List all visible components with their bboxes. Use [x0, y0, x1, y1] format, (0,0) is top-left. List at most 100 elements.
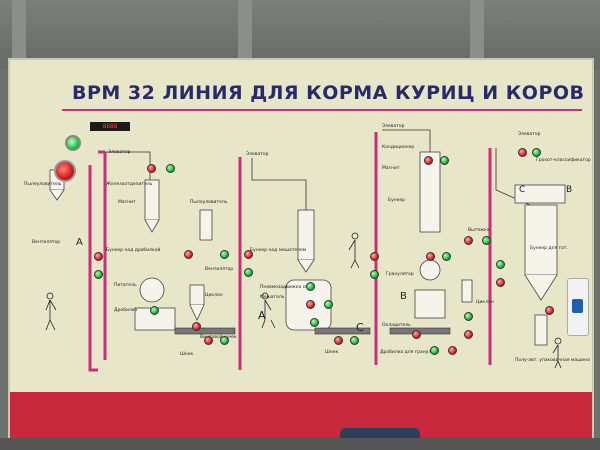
mark-c: C	[519, 185, 526, 195]
stop-button[interactable]	[496, 278, 505, 287]
stop-button[interactable]	[412, 330, 421, 339]
stop-button[interactable]	[448, 346, 457, 355]
label-cooler: Охладитель	[382, 323, 411, 328]
stop-button[interactable]	[334, 336, 343, 345]
digital-display: 8888	[90, 122, 130, 131]
stop-button[interactable]	[94, 252, 103, 261]
lock-knob-icon[interactable]	[572, 299, 583, 313]
label-magnet: Магнит	[118, 200, 136, 205]
label-fan-left: Вентилятор	[32, 240, 61, 245]
label-crusher-bin: Бункер над дробилкой	[106, 248, 161, 253]
panel-lock[interactable]	[567, 278, 589, 336]
worker-head	[554, 337, 562, 345]
stop-button[interactable]	[424, 156, 433, 165]
conveyor-line	[382, 129, 431, 152]
worker-figure	[552, 344, 562, 369]
mark-b: B	[566, 185, 573, 195]
label-extractor: Вытяжка	[468, 228, 490, 233]
worker-figure	[261, 299, 276, 329]
label-screw-mixer: Шнек	[325, 350, 339, 355]
start-button[interactable]	[440, 156, 449, 165]
screw-mixer	[314, 327, 371, 335]
stop-button[interactable]	[244, 250, 253, 259]
start-button[interactable]	[370, 270, 379, 279]
worker-head	[351, 232, 359, 240]
label-conditioner: Кондиционер	[382, 145, 415, 150]
label-mixer-bin: Бункер над мешателем	[250, 248, 307, 253]
conveyor-line	[251, 158, 307, 210]
conditioner-bin	[419, 151, 441, 233]
cyclone-right	[461, 279, 473, 303]
stop-button[interactable]	[184, 250, 193, 259]
stop-button[interactable]	[147, 164, 156, 173]
dust-collector-left-cone	[49, 189, 65, 201]
conveyor-line	[105, 151, 151, 180]
start-button[interactable]	[310, 318, 319, 327]
crusher-bin-cone	[144, 219, 160, 233]
stop-button[interactable]	[464, 236, 473, 245]
cyclone-mid	[189, 284, 205, 306]
stop-button[interactable]	[464, 330, 473, 339]
start-button[interactable]	[324, 300, 333, 309]
stop-button[interactable]	[426, 252, 435, 261]
start-button[interactable]	[244, 268, 253, 277]
worker-head	[261, 292, 269, 300]
label-screw-control: Винтовой шнек	[200, 335, 237, 340]
stop-button[interactable]	[518, 148, 527, 157]
label-crusher: Дробилка	[114, 308, 138, 313]
label-iron-remover: Железоотделитель	[106, 182, 153, 187]
start-button[interactable]	[532, 148, 541, 157]
panel-red-band	[10, 392, 592, 438]
control-panel: BPM 32 ЛИНИЯ ДЛЯ КОРМА КУРИЦ И КОРОВ	[8, 58, 594, 440]
start-button[interactable]	[442, 252, 451, 261]
label-elevator-2: Элеватор	[246, 152, 269, 157]
screw-conveyor	[174, 327, 236, 335]
start-button[interactable]	[430, 346, 439, 355]
label-mixer: Мешатель	[260, 295, 285, 300]
label-feeder: Питатель	[114, 283, 137, 288]
label-elevator-1: Элеватор	[108, 150, 131, 155]
label-finished-bin: Бункер для гот.	[530, 246, 568, 251]
start-button[interactable]	[220, 250, 229, 259]
label-granulator: Гранулятор	[386, 272, 414, 277]
label-sieve: Грохот-классификатор	[536, 158, 591, 163]
start-button[interactable]	[220, 336, 229, 345]
mark-b: B	[400, 291, 407, 302]
wall-post	[12, 0, 26, 70]
process-diagram	[45, 129, 566, 372]
power-lamp	[65, 135, 81, 151]
label-screw-conveyor: Шнек	[180, 352, 194, 357]
stop-button[interactable]	[204, 336, 213, 345]
stop-button[interactable]	[306, 300, 315, 309]
start-button[interactable]	[150, 306, 159, 315]
start-button[interactable]	[482, 236, 491, 245]
stop-button[interactable]	[192, 322, 201, 331]
label-cyclone-right: Циклон	[476, 300, 494, 305]
stop-button[interactable]	[545, 306, 554, 315]
start-button[interactable]	[496, 260, 505, 269]
label-elevator-3: Элеватор	[382, 124, 405, 129]
mixer-bin-cone	[297, 259, 315, 273]
worker-head	[46, 292, 54, 300]
start-button[interactable]	[166, 164, 175, 173]
packing-machine	[534, 314, 548, 346]
mark-a: A	[76, 237, 83, 248]
cyclone-mid-cone	[189, 304, 205, 321]
stop-button[interactable]	[370, 252, 379, 261]
label-cyclone-mid: Циклон	[205, 293, 223, 298]
wall-post	[238, 0, 252, 70]
label-crumbler: Дробилка для гранул	[380, 350, 432, 355]
start-button[interactable]	[94, 270, 103, 279]
pipe-elevator-1	[88, 165, 98, 372]
worker-figure	[45, 299, 57, 331]
wall-post	[470, 0, 484, 70]
granulator	[419, 259, 441, 281]
dust-collector-mid	[199, 209, 213, 241]
crusher	[139, 277, 165, 303]
label-bin-right: Бункер	[388, 198, 406, 203]
start-button[interactable]	[306, 282, 315, 291]
emergency-stop-button[interactable]	[54, 160, 76, 182]
label-elevator-4: Элеватор	[518, 132, 541, 137]
start-button[interactable]	[464, 312, 473, 321]
start-button[interactable]	[350, 336, 359, 345]
